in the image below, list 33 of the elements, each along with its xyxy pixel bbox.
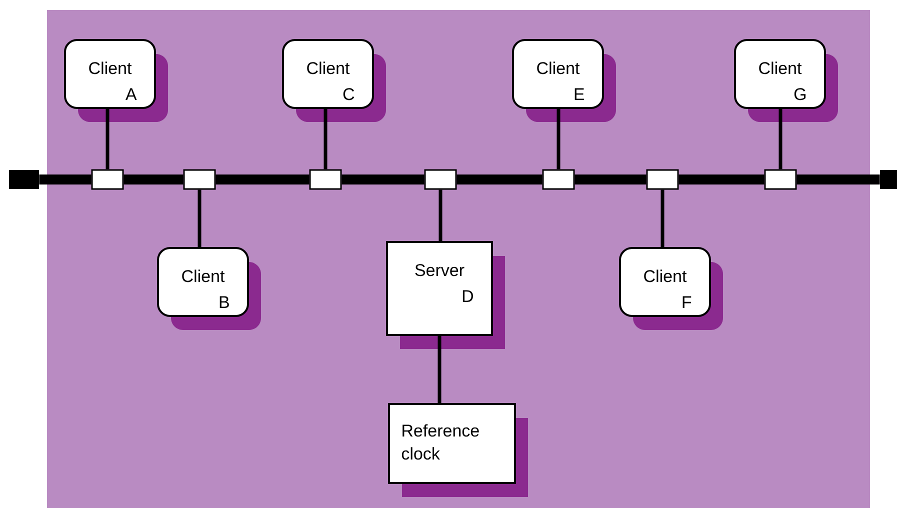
server-box: Server D — [386, 241, 505, 349]
bus-line — [678, 174, 764, 184]
client-box: Client F — [619, 246, 723, 330]
bus-line — [574, 174, 646, 184]
bus-connector — [424, 169, 457, 190]
bus-line — [796, 174, 880, 184]
connector-line — [198, 190, 202, 247]
client-box: Client E — [512, 39, 616, 122]
connector-line — [438, 190, 442, 241]
bus-terminator — [9, 170, 39, 189]
bus-terminator — [880, 170, 897, 189]
bus-connector — [764, 169, 797, 190]
server-box: Reference clock — [388, 402, 528, 497]
connector-line — [556, 109, 560, 170]
bus-line — [216, 174, 310, 184]
connector-line — [438, 336, 442, 403]
connector-line — [660, 190, 664, 247]
bus-connector — [542, 169, 575, 190]
client-box: Client C — [282, 39, 386, 122]
client-box: Client B — [157, 246, 261, 330]
client-box: Client A — [64, 39, 168, 122]
connector-line — [106, 109, 110, 170]
bus-connector — [646, 169, 679, 190]
bus-connector — [183, 169, 216, 190]
bus-connector — [309, 169, 342, 190]
bus-line — [39, 174, 92, 184]
bus-line — [342, 174, 424, 184]
connector-line — [778, 109, 782, 170]
bus-line — [124, 174, 184, 184]
client-box: Client G — [734, 39, 838, 122]
bus-line — [456, 174, 542, 184]
bus-connector — [91, 169, 124, 190]
connector-line — [324, 109, 328, 170]
